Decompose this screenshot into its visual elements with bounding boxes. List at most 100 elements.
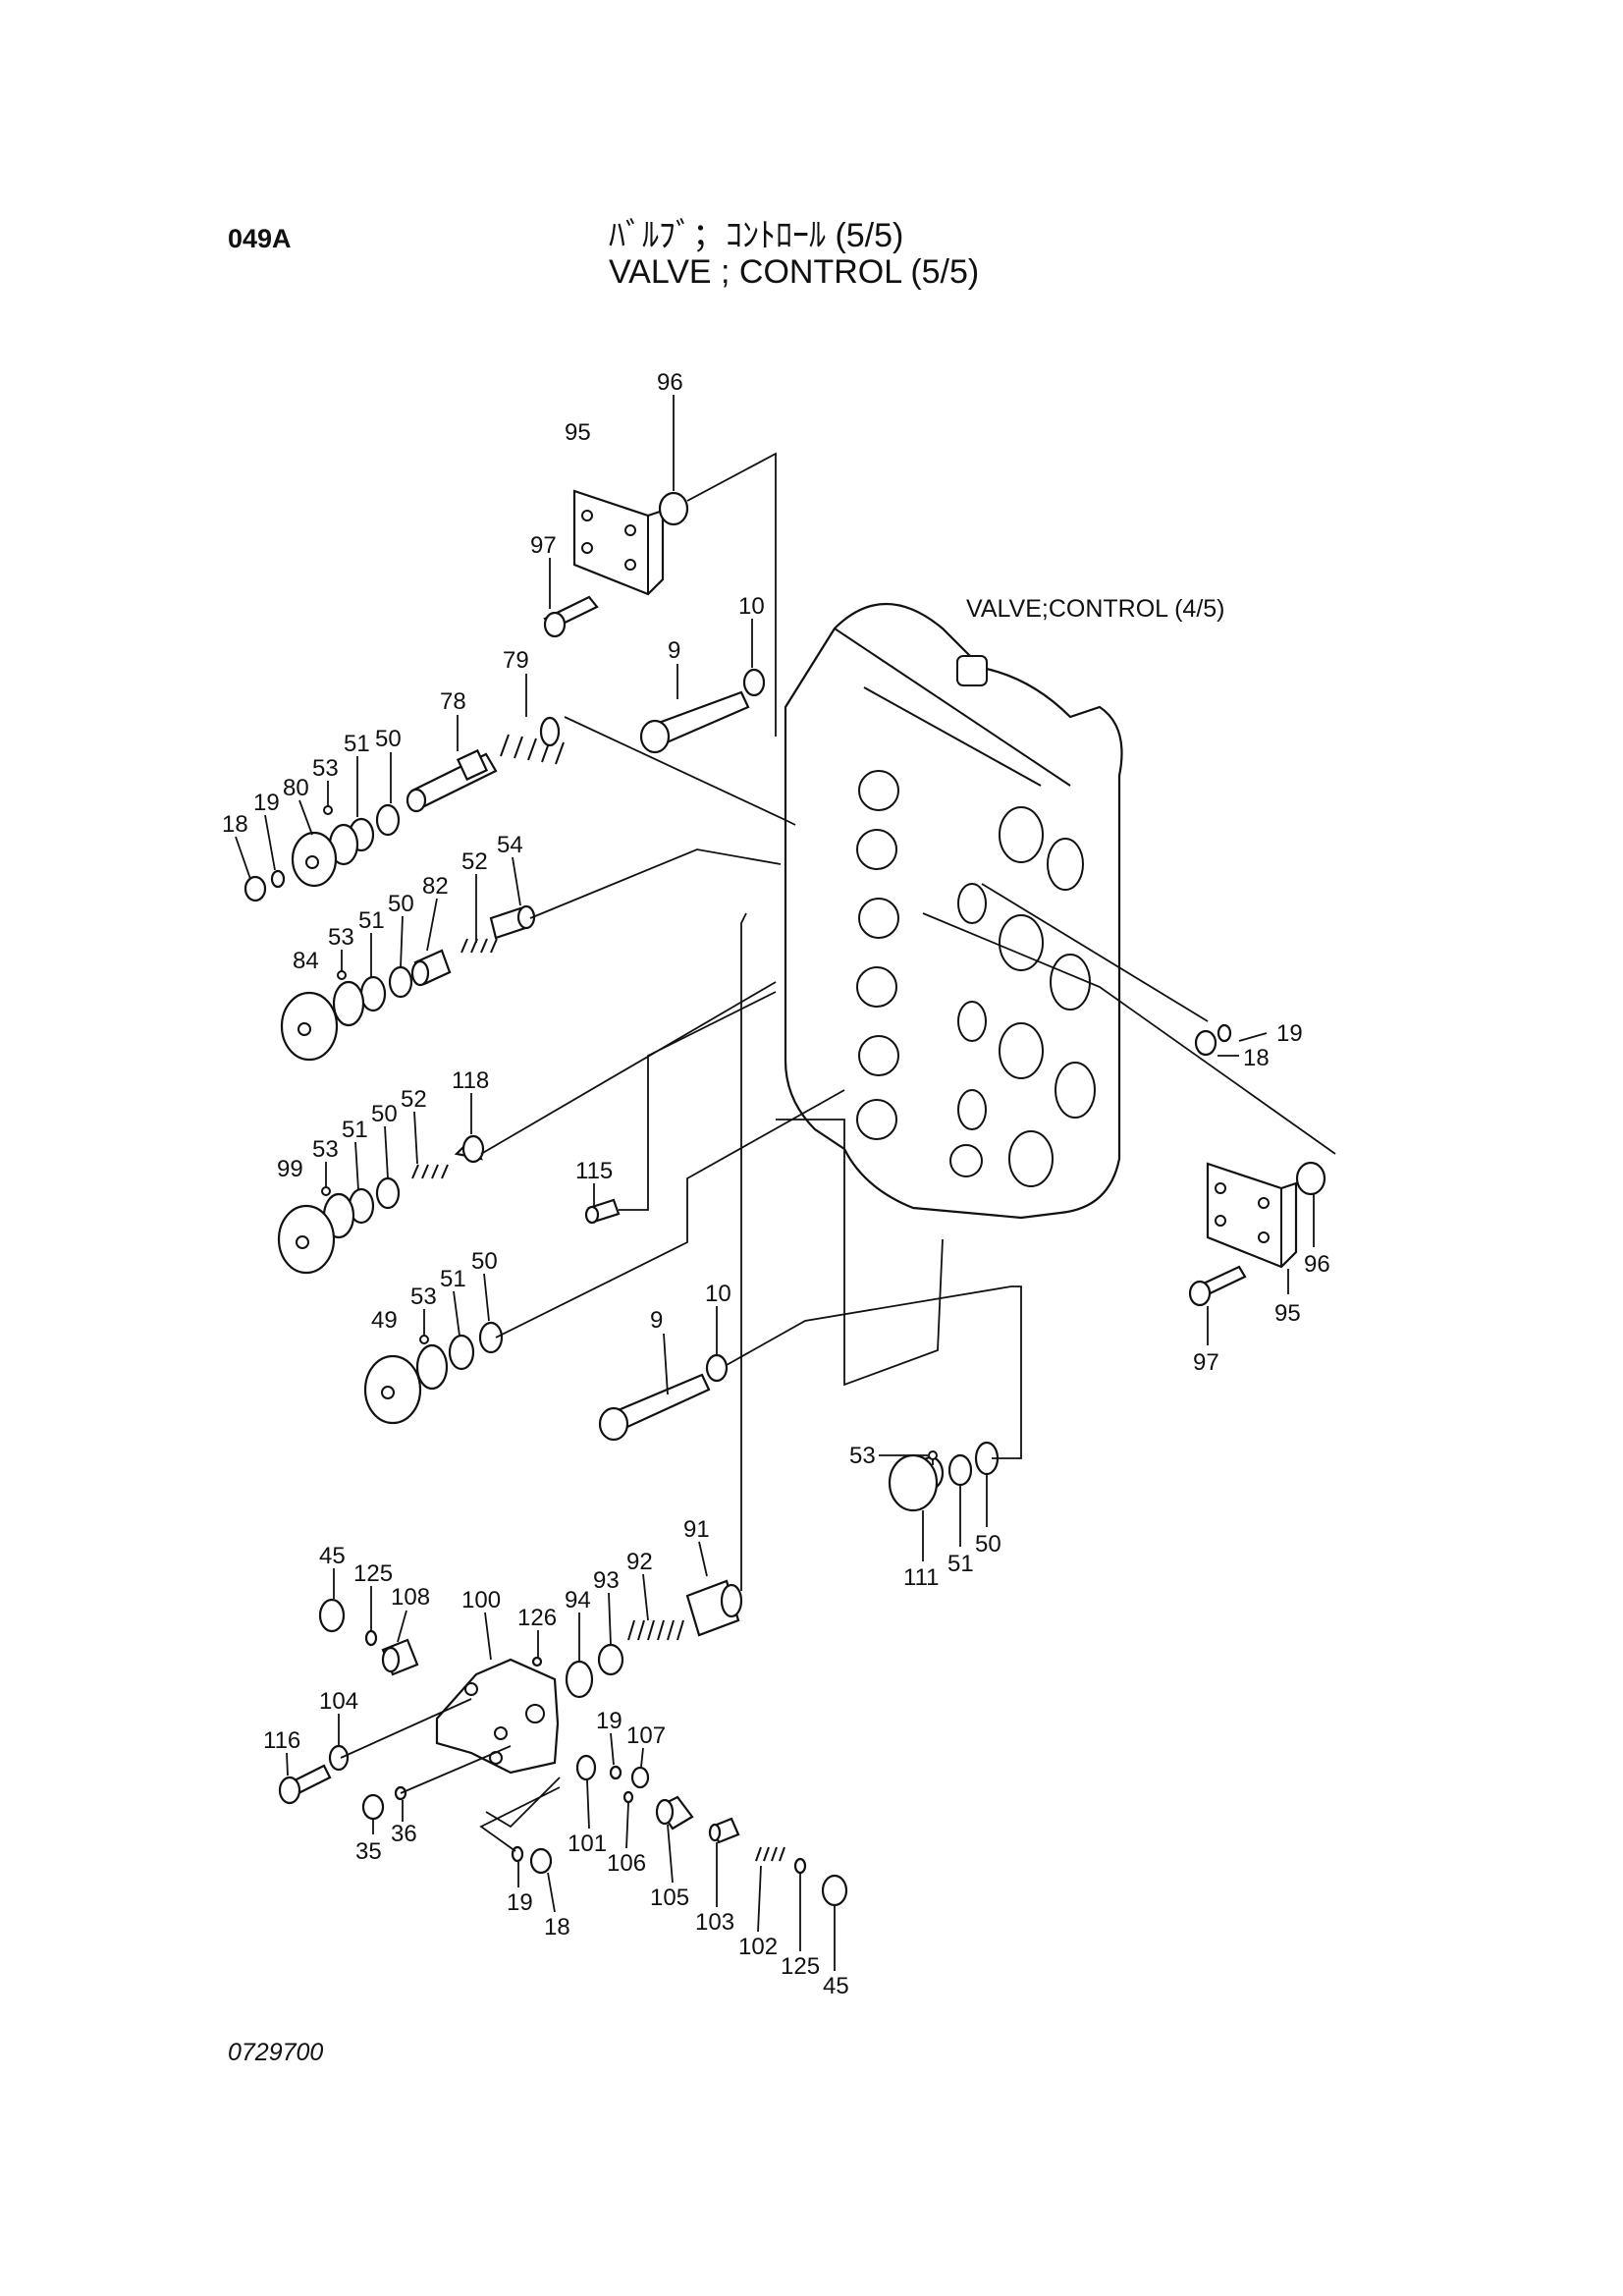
washer-101: [575, 1754, 597, 1781]
o-ring-106: [622, 1790, 634, 1804]
callout-53: 53: [312, 755, 339, 782]
sleeve-82: [410, 949, 452, 987]
callout-36: 36: [391, 1821, 417, 1847]
drawing-number: 0729700: [228, 2039, 324, 2066]
washer-10-lower: [705, 1353, 729, 1383]
callout-54: 54: [497, 832, 523, 858]
callout-50: 50: [975, 1531, 1001, 1558]
callout-97: 97: [1193, 1349, 1219, 1376]
plug-45-left: [318, 1598, 346, 1633]
bolt-97-top: [543, 595, 599, 638]
callout-50: 50: [388, 891, 414, 917]
callout-125: 125: [781, 1953, 820, 1980]
o-ring-125-right: [793, 1857, 807, 1875]
plug-18-right: [1194, 1029, 1217, 1057]
spool-78: [406, 748, 498, 813]
washer-10-top: [742, 668, 766, 697]
callout-53: 53: [328, 924, 354, 951]
spring-79: [500, 716, 565, 765]
bolt-97-right: [1188, 1265, 1247, 1307]
callout-50: 50: [375, 726, 402, 752]
callout-51: 51: [342, 1117, 368, 1143]
plug-80: [291, 823, 359, 888]
o-ring-19-right: [1217, 1023, 1232, 1043]
callout-80: 80: [283, 775, 309, 801]
o-ring-50-row4: [478, 1321, 504, 1354]
reference-label: VALVE;CONTROL (4/5): [966, 595, 1225, 623]
o-ring-50-row2: [388, 965, 413, 999]
callout-51: 51: [344, 731, 370, 757]
spring-102: [755, 1846, 785, 1862]
plug-99: [277, 1192, 355, 1275]
callout-53: 53: [410, 1284, 437, 1310]
spring-52-row3: [411, 1164, 449, 1179]
callout-107: 107: [626, 1722, 666, 1749]
plug-84: [280, 980, 365, 1062]
o-ring-125-left: [364, 1629, 378, 1647]
callout-53: 53: [312, 1136, 339, 1163]
housing-100: [435, 1658, 560, 1775]
bolt-116: [278, 1764, 332, 1805]
callout-35: 35: [355, 1838, 382, 1865]
o-ring-96-top: [658, 491, 689, 526]
callout-101: 101: [568, 1831, 607, 1857]
o-ring-93: [597, 1643, 624, 1676]
callout-125: 125: [353, 1560, 393, 1587]
o-ring-96-right: [1295, 1161, 1326, 1196]
pin-9-lower: [598, 1373, 711, 1442]
callout-53: 53: [849, 1443, 876, 1469]
o-ring-19-row1: [270, 869, 286, 889]
callout-49: 49: [371, 1307, 398, 1334]
callout-95: 95: [1274, 1300, 1301, 1327]
adjuster-105: [655, 1795, 694, 1831]
callout-126: 126: [517, 1605, 557, 1631]
callout-97: 97: [530, 532, 557, 559]
callout-52: 52: [461, 848, 488, 875]
o-ring-50-row3: [375, 1176, 401, 1210]
callout-51: 51: [358, 907, 385, 934]
ring-51-plug111: [947, 1453, 973, 1487]
callout-96: 96: [1304, 1251, 1330, 1278]
callout-9: 9: [650, 1307, 663, 1334]
cover-plate-95-right: [1206, 1162, 1298, 1269]
piston-54: [489, 904, 536, 940]
callout-82: 82: [422, 873, 449, 900]
title-english: VALVE ; CONTROL (5/5): [609, 253, 980, 291]
plug-35: [361, 1793, 385, 1821]
callout-116: 116: [263, 1727, 300, 1754]
callout-19: 19: [253, 790, 280, 816]
assembly-lines: [340, 452, 1336, 1852]
callout-ticks: [235, 395, 1315, 1971]
callout-105: 105: [650, 1885, 689, 1911]
callout-84: 84: [293, 948, 319, 974]
callout-78: 78: [440, 688, 466, 715]
callout-115: 115: [575, 1158, 613, 1184]
callout-51: 51: [947, 1551, 974, 1577]
callout-45: 45: [319, 1543, 346, 1569]
callout-96: 96: [657, 369, 683, 396]
ball-126: [531, 1656, 543, 1667]
piston-118: [454, 1134, 485, 1164]
piston-91: [685, 1579, 743, 1637]
callout-10: 10: [705, 1281, 731, 1307]
callout-95: 95: [565, 419, 591, 446]
pin-9-top: [639, 690, 750, 754]
valve-body: [784, 602, 1123, 1220]
plug-49: [363, 1343, 449, 1425]
ring-51-row2: [359, 975, 387, 1012]
callout-91: 91: [683, 1516, 710, 1543]
ring-51-row4: [448, 1334, 475, 1371]
callout-10: 10: [738, 593, 765, 620]
cover-plate-95-top: [572, 489, 665, 596]
callout-9: 9: [668, 637, 680, 664]
callout-93: 93: [593, 1567, 620, 1594]
page-code: 049A: [228, 224, 292, 253]
callout-99: 99: [277, 1156, 303, 1182]
callout-79: 79: [503, 647, 529, 674]
washer-107: [630, 1766, 650, 1789]
poppet-108: [381, 1638, 419, 1676]
callout-111: 111: [903, 1564, 939, 1591]
plug-18-row1: [243, 875, 267, 902]
poppet-103: [708, 1817, 740, 1844]
